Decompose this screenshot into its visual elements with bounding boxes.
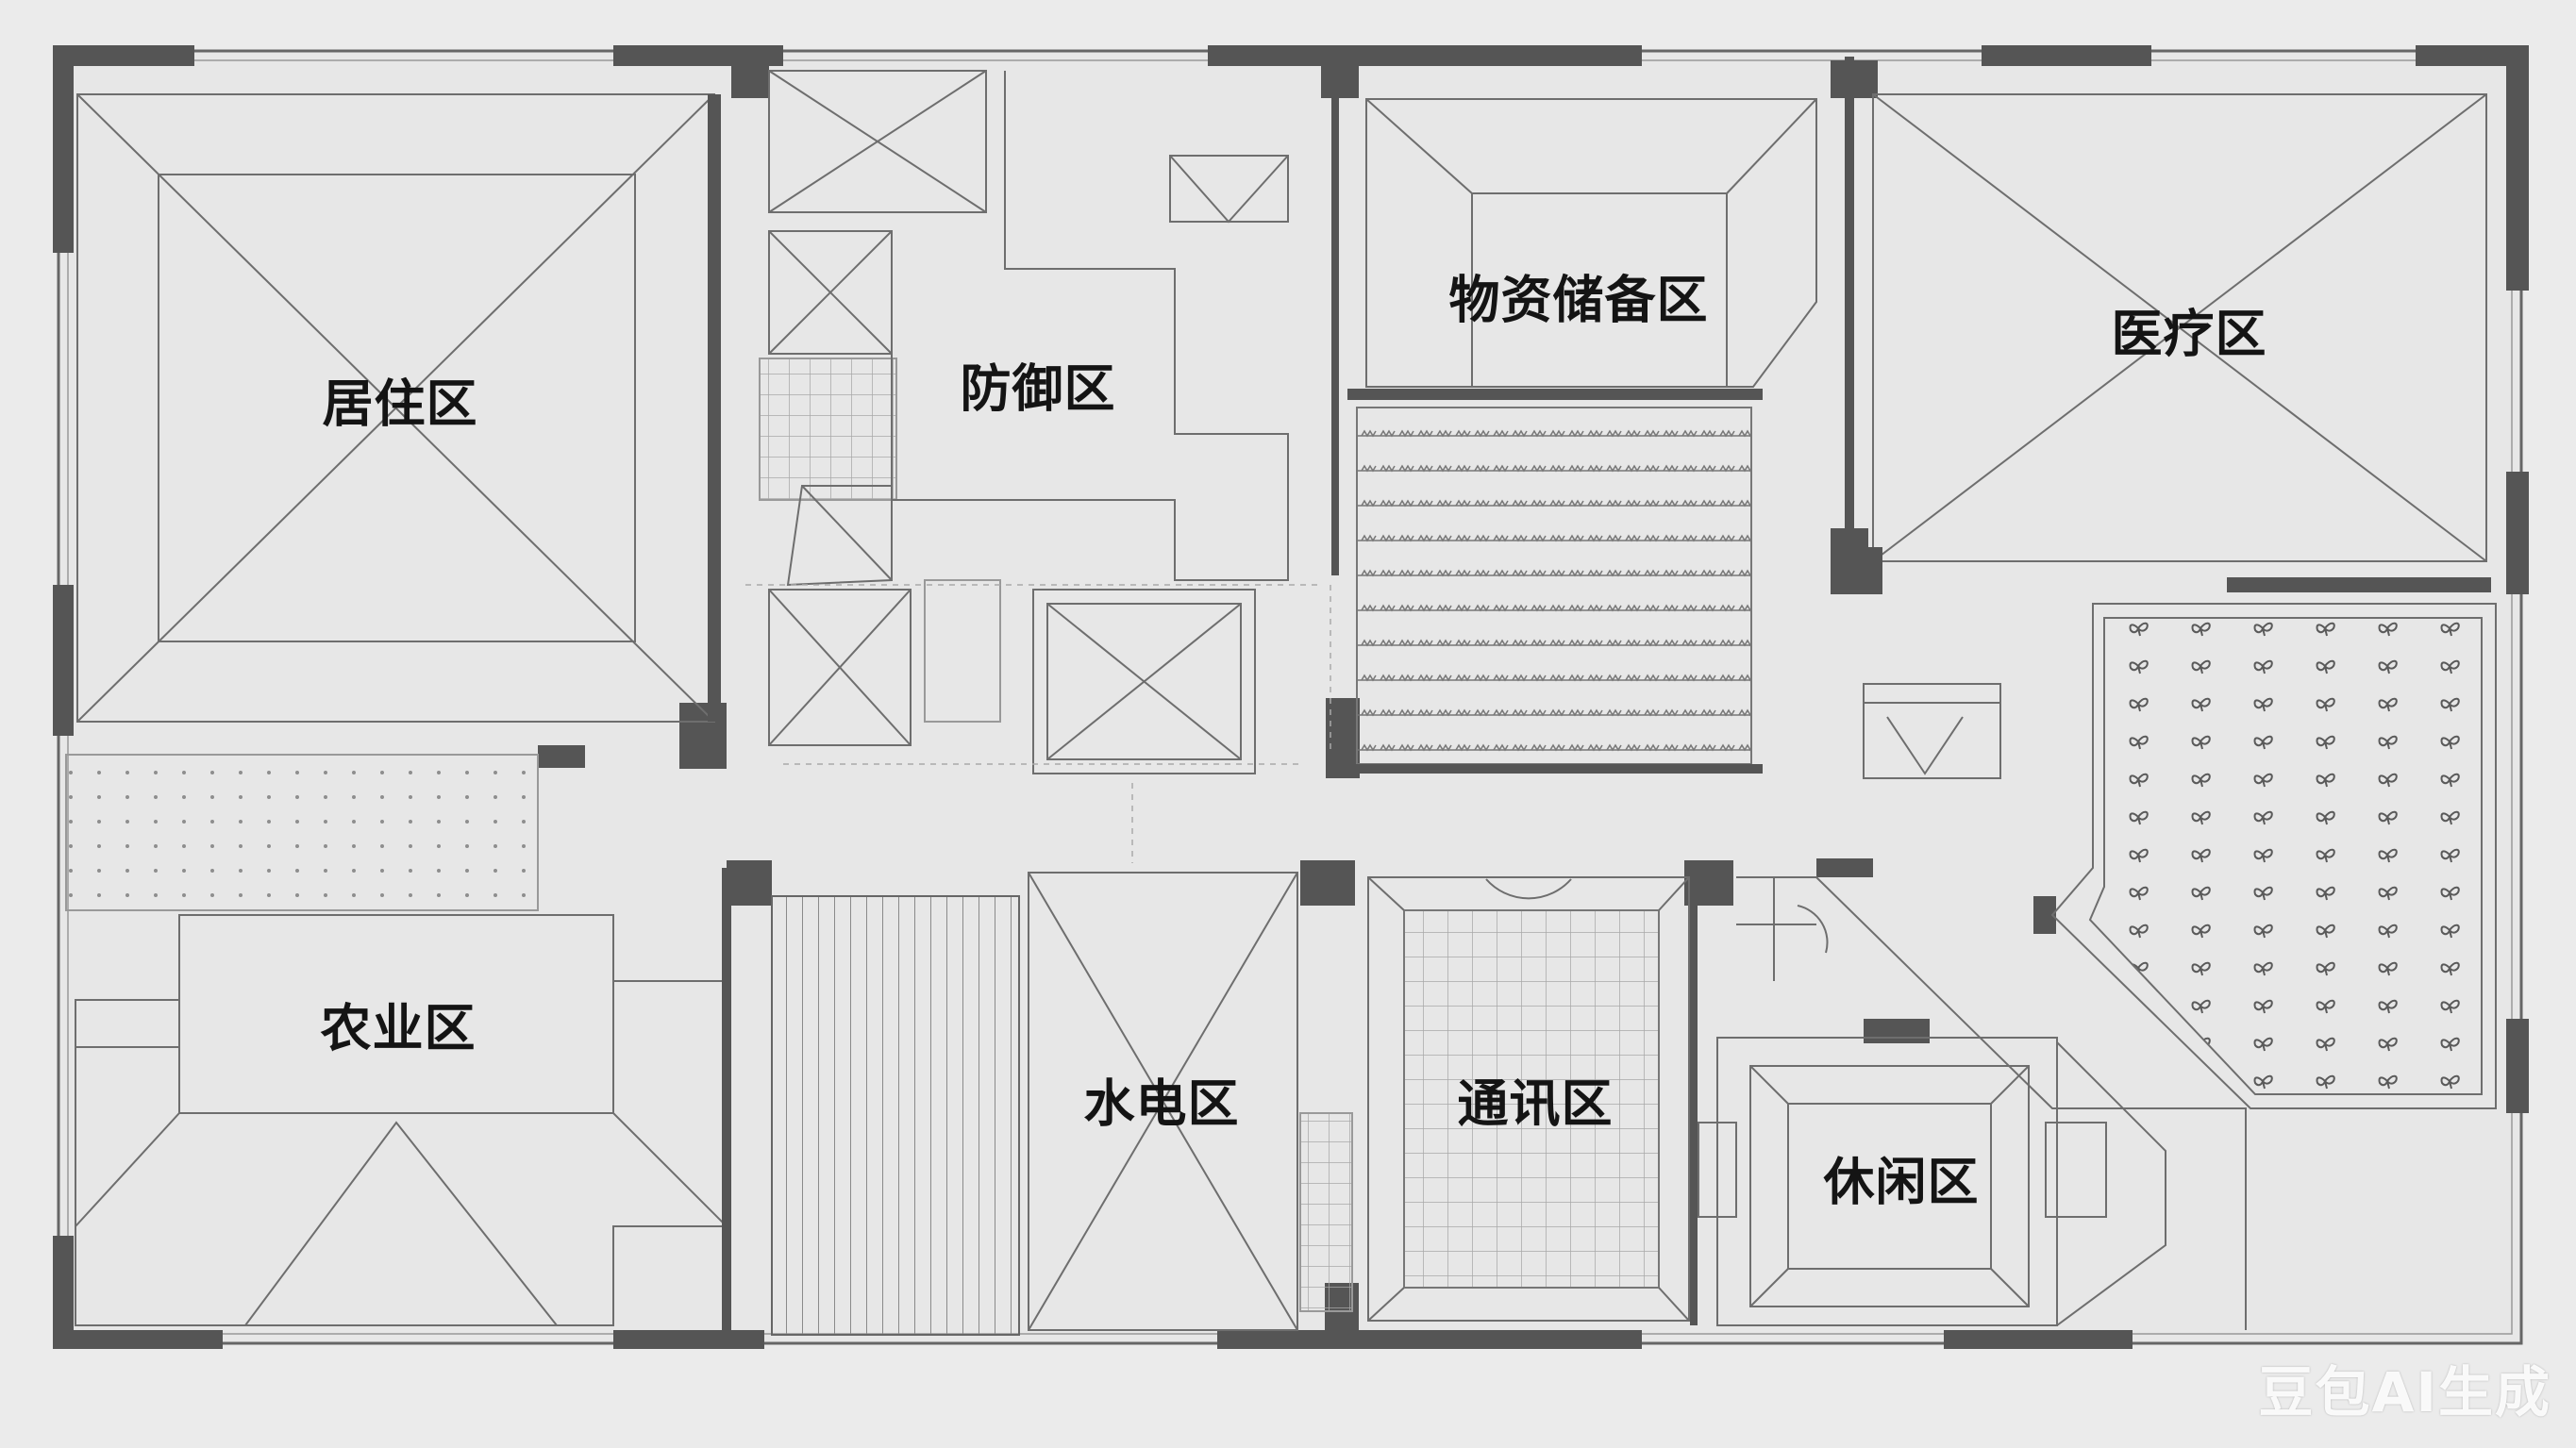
room-medical	[1840, 57, 2491, 779]
striped-corridor	[771, 895, 1020, 1336]
label-defense: 防御区	[960, 358, 1116, 419]
circulation-lines	[745, 584, 1331, 863]
plant-field	[2050, 603, 2497, 1109]
label-residential: 居住区	[322, 374, 478, 434]
wall-segments	[53, 45, 2529, 1349]
room-defense	[759, 66, 1339, 774]
label-communication: 通讯区	[1457, 1074, 1614, 1134]
label-leisure: 休闲区	[1823, 1152, 1980, 1212]
label-agriculture: 农业区	[320, 998, 477, 1058]
room-agriculture	[65, 754, 731, 1340]
room-residential	[76, 93, 721, 723]
room-leisure	[1698, 876, 2247, 1330]
label-utilities: 水电区	[1083, 1074, 1240, 1134]
room-utilities	[1028, 872, 1353, 1331]
label-medical: 医疗区	[2111, 304, 2267, 364]
room-communication	[1367, 876, 1698, 1325]
watermark: 豆包AI生成	[2258, 1360, 2551, 1424]
label-storage: 物资储备区	[1448, 270, 1709, 330]
room-storage	[1338, 98, 1817, 774]
